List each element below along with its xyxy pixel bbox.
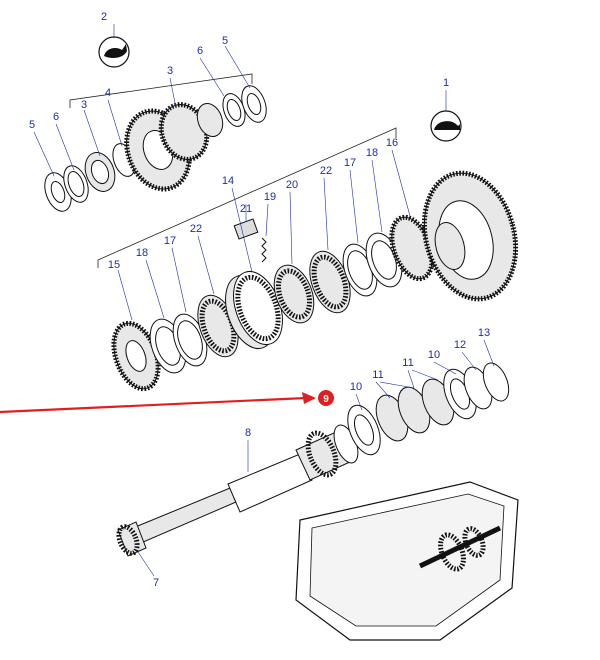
top-bracket: [69, 73, 253, 108]
part-label-6-right: 6: [197, 45, 203, 57]
part-label-11-left: 11: [372, 369, 383, 381]
part-label-10-left: 10: [350, 381, 362, 393]
middle-bracket: [97, 127, 397, 268]
part-label-22-left: 22: [190, 223, 202, 235]
part-label-6-left: 6: [53, 111, 59, 123]
part-label-2: 2: [101, 11, 107, 23]
part-label-18-right: 18: [366, 147, 378, 159]
circlip-13: [482, 362, 510, 402]
detent-21: [233, 218, 259, 240]
part-label-3-right: 3: [167, 65, 173, 77]
part-label-5-left: 5: [29, 119, 35, 131]
highlight-marker-9: [318, 390, 334, 406]
part-label-3-left: 3: [81, 99, 87, 111]
hub-20: [273, 264, 315, 324]
highlight-pointer: 9: [0, 390, 334, 414]
part-label-19: 19: [264, 191, 276, 203]
part-label-20: 20: [286, 179, 298, 191]
part-label-1: 1: [443, 77, 449, 89]
part-label-22-right: 22: [320, 165, 332, 177]
spring-19: [261, 237, 267, 263]
transmission-housing: [295, 481, 519, 641]
middle-assembly: [97, 127, 435, 392]
part-label-5-right: 5: [222, 35, 228, 47]
part-label-12: 12: [454, 339, 466, 351]
needle-bearing-3-right: [196, 103, 224, 137]
part-labels: 1 2 3 3 4 5 5 6 6 7 8 10 10 11 11 12 13 …: [29, 11, 490, 589]
part-label-13: 13: [478, 327, 490, 339]
part-label-17-right: 17: [344, 157, 356, 169]
large-gear-1: [421, 90, 519, 302]
part-label-11-right: 11: [402, 357, 413, 369]
part-label-17-left: 17: [164, 235, 176, 247]
part-label-10-right: 10: [428, 349, 440, 361]
part-label-18-left: 18: [136, 247, 148, 259]
part-label-8: 8: [245, 427, 251, 439]
part-label-9: 9: [323, 394, 329, 405]
top-assembly: [44, 24, 267, 212]
part-label-7: 7: [153, 577, 159, 589]
part-label-16: 16: [386, 137, 398, 149]
part-label-15: 15: [108, 259, 120, 271]
part-label-14: 14: [222, 175, 234, 187]
part-label-21: 21: [240, 203, 252, 215]
pointer-arrow: [0, 396, 307, 414]
part-label-4: 4: [105, 87, 111, 99]
bottom-shaft-assembly: [116, 362, 510, 557]
output-shaft-8: [127, 487, 237, 547]
